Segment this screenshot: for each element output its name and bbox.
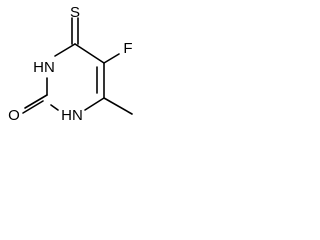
bond-c5-f [103, 53, 120, 64]
sulfur-label: S [70, 4, 80, 21]
nh-bottom-label: HN [61, 107, 83, 124]
bond-c4-n3 [54, 43, 76, 57]
bond-c5-c4 [74, 43, 105, 64]
structure-diagram: S F HN HN O [8, 4, 133, 124]
bond-c2-n1 [50, 104, 59, 111]
bond-c2-o [24, 94, 48, 109]
fluorine-label: F [123, 40, 132, 57]
oxygen-label: O [8, 107, 20, 124]
bond-n1-c6 [84, 97, 105, 111]
nh-top-label: HN [33, 59, 55, 76]
bond-c6-methyl [103, 97, 133, 115]
bond-c2-o-second [22, 100, 44, 114]
